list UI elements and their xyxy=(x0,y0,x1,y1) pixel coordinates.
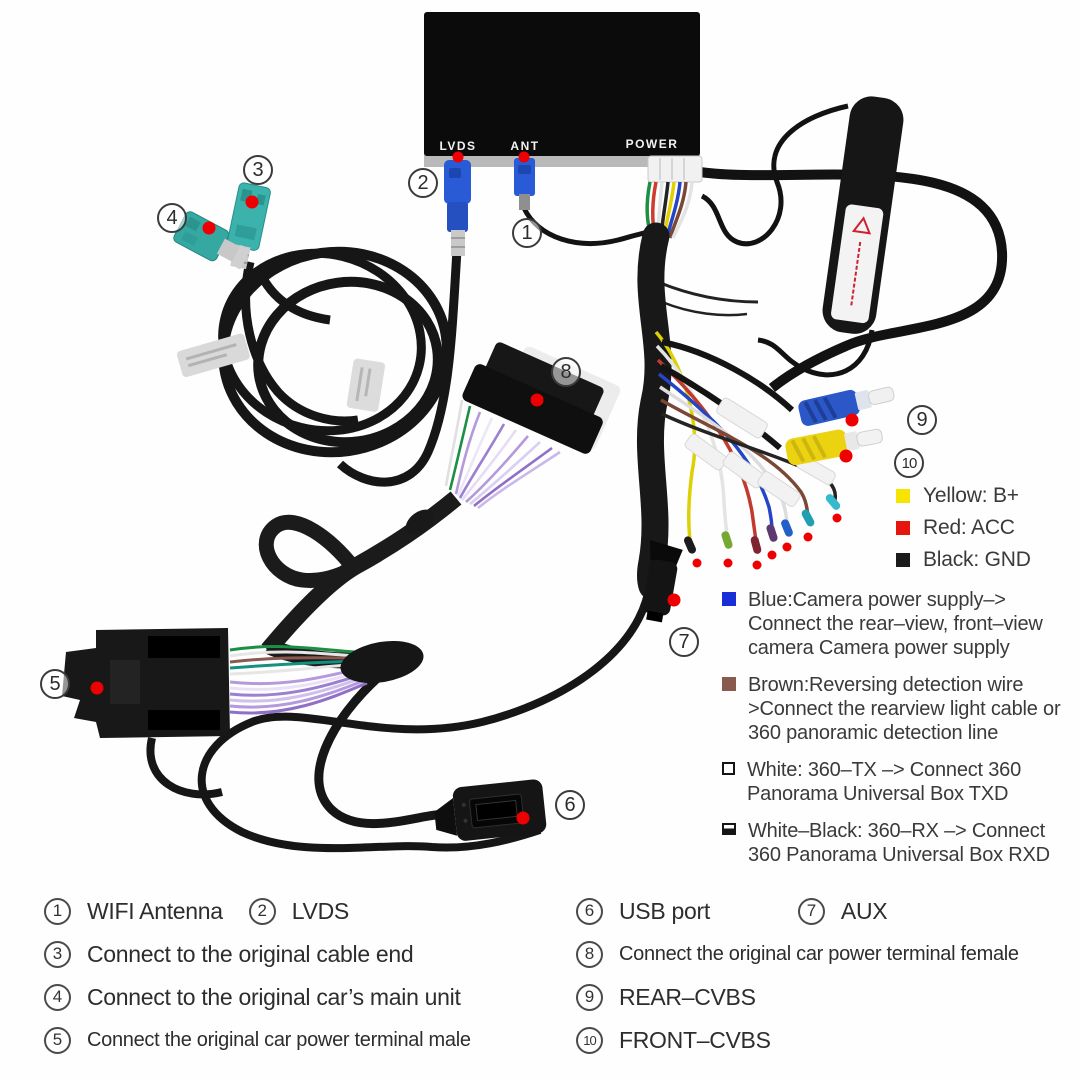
circled-number: 8 xyxy=(576,940,603,968)
circled-number: 10 xyxy=(576,1026,603,1054)
legend-row: 8 Connect the original car power termina… xyxy=(576,939,1019,969)
circled-number: 2 xyxy=(248,897,276,925)
callout-1: 1 xyxy=(512,218,542,248)
circled-number: 3 xyxy=(44,940,71,968)
yellow-swatch-icon xyxy=(896,489,910,503)
white-black-swatch-icon xyxy=(722,823,736,835)
legend-block-brown: Brown:Reversing detection wire >Connect … xyxy=(722,673,1074,745)
antenna-cables xyxy=(657,103,1008,392)
circled-number: 4 xyxy=(44,983,71,1011)
circled-number: 6 xyxy=(576,897,603,925)
legend-label: REAR–CVBS xyxy=(619,983,756,1010)
legend-label: Connect the original car power terminal … xyxy=(87,1028,471,1051)
circled-number: 7 xyxy=(797,897,825,925)
legend-label: FRONT–CVBS xyxy=(619,1026,771,1053)
legend-label: WIFI Antenna xyxy=(87,897,223,924)
callout-10: 10 xyxy=(894,448,924,478)
loom-stub xyxy=(340,640,424,684)
legend-column-left: 1 WIFI Antenna 2 LVDS 3 Connect to the o… xyxy=(44,896,471,1068)
legend-label: Connect to the original cable end xyxy=(87,940,414,967)
legend-row: 5 Connect the original car power termina… xyxy=(44,1025,471,1055)
callout-6: 6 xyxy=(555,790,585,820)
callout-8: 8 xyxy=(551,357,581,387)
rca-blue-connector xyxy=(798,386,895,426)
port-label-ant: ANT xyxy=(510,139,539,153)
wire-tips xyxy=(683,494,841,554)
red-swatch-icon xyxy=(896,521,910,535)
circled-number: 1 xyxy=(44,897,71,925)
legend-row: 6 USB port 7 AUX xyxy=(576,896,1019,926)
port-label-power: POWER xyxy=(626,137,679,151)
callout-7: 7 xyxy=(669,627,699,657)
callout-4: 4 xyxy=(157,203,187,233)
quadlock-connector xyxy=(62,628,230,738)
legend-row: 9 REAR–CVBS xyxy=(576,982,1019,1012)
usb-connector xyxy=(434,779,547,841)
legend-row: 1 WIFI Antenna 2 LVDS xyxy=(44,896,471,926)
legend-text: White–Black: 360–RX –> Connect 360 Panor… xyxy=(748,820,1050,866)
power-harness-loom xyxy=(636,222,672,600)
legend-label: Black: GND xyxy=(923,548,1031,571)
legend-row: 4 Connect to the original car’s main uni… xyxy=(44,982,471,1012)
legend-block-white: White: 360–TX –> Connect 360 Panorama Un… xyxy=(722,758,1074,806)
fakra-connector-4 xyxy=(173,211,251,270)
legend-row: 10 FRONT–CVBS xyxy=(576,1025,1019,1055)
legend-block-blue: Blue:Camera power supply–> Connect the r… xyxy=(722,588,1074,660)
circled-number: 5 xyxy=(44,1026,71,1054)
cable-tag xyxy=(176,333,386,412)
white-swatch-icon xyxy=(722,762,735,775)
callout-9: 9 xyxy=(907,405,937,435)
connection-dots xyxy=(90,151,859,825)
power-connector xyxy=(647,155,703,183)
coiled-cables xyxy=(218,246,462,487)
wifi-antenna xyxy=(822,96,904,334)
black-swatch-icon xyxy=(896,553,910,567)
legend-label: LVDS xyxy=(291,897,349,924)
legend-label: Red: ACC xyxy=(923,516,1015,539)
rca-yellow-connector xyxy=(785,428,883,466)
callout-2: 2 xyxy=(408,168,438,198)
circled-number: 9 xyxy=(576,983,603,1011)
bottom-cables xyxy=(146,581,654,853)
callout-3: 3 xyxy=(243,155,273,185)
legend-row: 3 Connect to the original cable end xyxy=(44,939,471,969)
legend-row-yellow: Yellow: B+ xyxy=(896,484,1031,508)
power-terminal-connector xyxy=(462,342,621,454)
wire-function-legend: Blue:Camera power supply–> Connect the r… xyxy=(722,588,1074,880)
wire-sleeve-labels xyxy=(684,397,836,507)
lvds-connector xyxy=(444,160,471,256)
legend-text: White: 360–TX –> Connect 360 Panorama Un… xyxy=(747,759,1022,805)
brown-swatch-icon xyxy=(722,677,736,691)
legend-label: Yellow: B+ xyxy=(923,484,1019,507)
legend-label: USB port xyxy=(619,897,710,924)
loom-knot xyxy=(405,509,435,535)
legend-label: Connect the original car power terminal … xyxy=(619,942,1019,965)
callout-5: 5 xyxy=(40,669,70,699)
control-box: LVDS ANT POWER xyxy=(424,12,700,167)
harness-illustration: LVDS ANT POWER xyxy=(62,12,1008,853)
wire-color-legend: Yellow: B+ Red: ACC Black: GND xyxy=(896,484,1031,580)
terminal8-wires xyxy=(444,399,561,510)
legend-label: AUX xyxy=(840,897,888,924)
legend-label: Connect to the original car’s main unit xyxy=(87,983,461,1010)
legend-block-white-black: White–Black: 360–RX –> Connect 360 Panor… xyxy=(722,819,1074,867)
legend-column-right: 6 USB port 7 AUX 8 Connect the original … xyxy=(576,896,1019,1068)
legend-row-red: Red: ACC xyxy=(896,516,1031,540)
port-label-lvds: LVDS xyxy=(439,139,476,153)
legend-text: Brown:Reversing detection wire >Connect … xyxy=(748,674,1061,744)
legend-text: Blue:Camera power supply–> Connect the r… xyxy=(748,589,1043,659)
blue-swatch-icon xyxy=(722,592,736,606)
legend-row-black: Black: GND xyxy=(896,548,1031,572)
